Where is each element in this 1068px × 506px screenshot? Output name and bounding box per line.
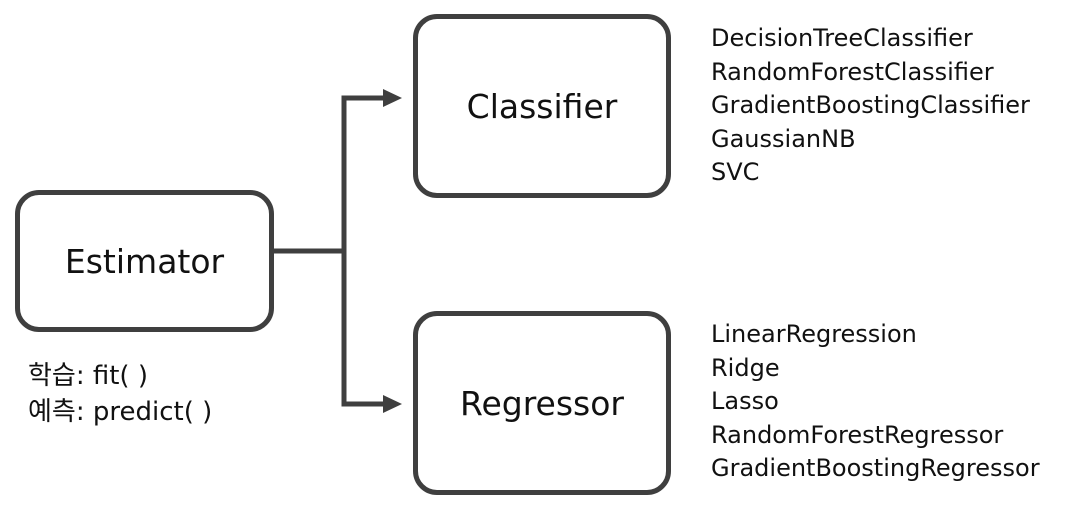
regressor-model-item: LinearRegression: [711, 320, 917, 348]
classifier-model-item: SVC: [711, 158, 760, 187]
estimator-label: Estimator: [64, 241, 225, 281]
regressor-label: Regressor: [460, 383, 624, 423]
regressor-model-list: LinearRegression Ridge Lasso RandomFores…: [711, 318, 1040, 486]
regressor-model-item: Ridge: [711, 353, 780, 382]
estimator-node: Estimator: [15, 190, 274, 332]
regressor-model-item: Lasso: [711, 387, 779, 416]
method-fit: 학습: fit( ): [28, 361, 148, 391]
classifier-model-item: GaussianNB: [711, 124, 856, 153]
classifier-model-item: RandomForestClassifier: [711, 57, 994, 86]
classifier-model-list: DecisionTreeClassifier RandomForestClass…: [711, 22, 1030, 190]
regressor-arrowhead: [383, 395, 402, 413]
regressor-model-item: RandomForestRegressor: [711, 420, 1004, 449]
regressor-model-item: GradientBoostingRegressor: [711, 454, 1040, 483]
estimator-methods: 학습: fit( ) 예측: predict( ): [28, 358, 212, 430]
method-predict: 예측: predict( ): [28, 397, 213, 427]
classifier-node: Classifier: [413, 14, 671, 198]
classifier-label: Classifier: [466, 86, 618, 126]
classifier-model-item: DecisionTreeClassifier: [711, 24, 973, 52]
classifier-arrowhead: [383, 89, 402, 107]
classifier-model-item: GradientBoostingClassifier: [711, 91, 1030, 120]
regressor-node: Regressor: [413, 311, 671, 495]
